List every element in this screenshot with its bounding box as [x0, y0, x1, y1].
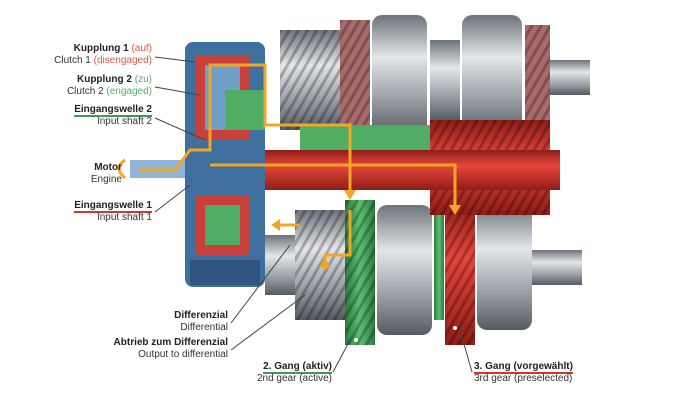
clutch-2-de-state: (zu)	[134, 74, 152, 85]
clutch-1-de: Kupplung 1	[73, 43, 129, 54]
clutch-1-de-state: (auf)	[131, 43, 152, 54]
engine-label: Motor Engine	[91, 162, 122, 186]
differential-en: Differential	[180, 322, 228, 333]
input-shaft-2	[300, 125, 430, 150]
clutch-2-en: Clutch 2	[66, 86, 104, 97]
engine-de: Motor	[94, 162, 122, 173]
input-shaft-1-de: Eingangswelle 1	[74, 200, 152, 213]
input-shaft-2-en: Input shaft 2	[96, 116, 152, 127]
clutch-2-label: Kupplung 2 (zu) Clutch 2 (engaged)	[67, 74, 152, 98]
clutch-1-en: Clutch 1	[54, 55, 91, 66]
upper-gearset	[280, 15, 590, 135]
third-gear-de: 3. Gang (vorgewählt)	[474, 361, 573, 374]
clutch-2-de: Kupplung 2	[76, 74, 132, 85]
output-en: Output to differential	[138, 349, 228, 360]
power-flow-arrows	[117, 63, 457, 270]
engine-en: Engine	[90, 174, 122, 185]
input-shaft-2-label: Eingangswelle 2 Input shaft 2	[74, 104, 152, 128]
arrow-heads	[271, 190, 461, 268]
input-shaft-2-de: Eingangswelle 2	[74, 104, 152, 117]
output-de: Abtrieb zum Differenzial	[113, 337, 228, 348]
clutch-1-en-state: (disengaged)	[93, 55, 152, 66]
differential-label: Differenzial Differential	[174, 310, 228, 334]
lower-gearset	[265, 200, 582, 345]
output-label: Abtrieb zum Differenzial Output to diffe…	[114, 337, 228, 361]
second-gear-en: 2nd gear (active)	[256, 373, 332, 384]
clutch-1-label: Kupplung 1 (auf) Clutch 1 (disengaged)	[54, 43, 152, 67]
input-shaft-1-en: Input shaft 1	[96, 212, 152, 223]
input-shaft-1-label: Eingangswelle 1 Input shaft 1	[74, 200, 152, 224]
third-gear-en: 3rd gear (preselected)	[474, 373, 573, 384]
clutch-2-en-state: (engaged)	[106, 86, 152, 97]
second-gear-label: 2. Gang (aktiv) 2nd gear (active)	[257, 361, 332, 385]
third-gear-label: 3. Gang (vorgewählt) 3rd gear (preselect…	[474, 361, 573, 385]
second-gear-de: 2. Gang (aktiv)	[263, 361, 332, 374]
differential-de: Differenzial	[174, 310, 228, 321]
leader-lines	[154, 56, 473, 373]
